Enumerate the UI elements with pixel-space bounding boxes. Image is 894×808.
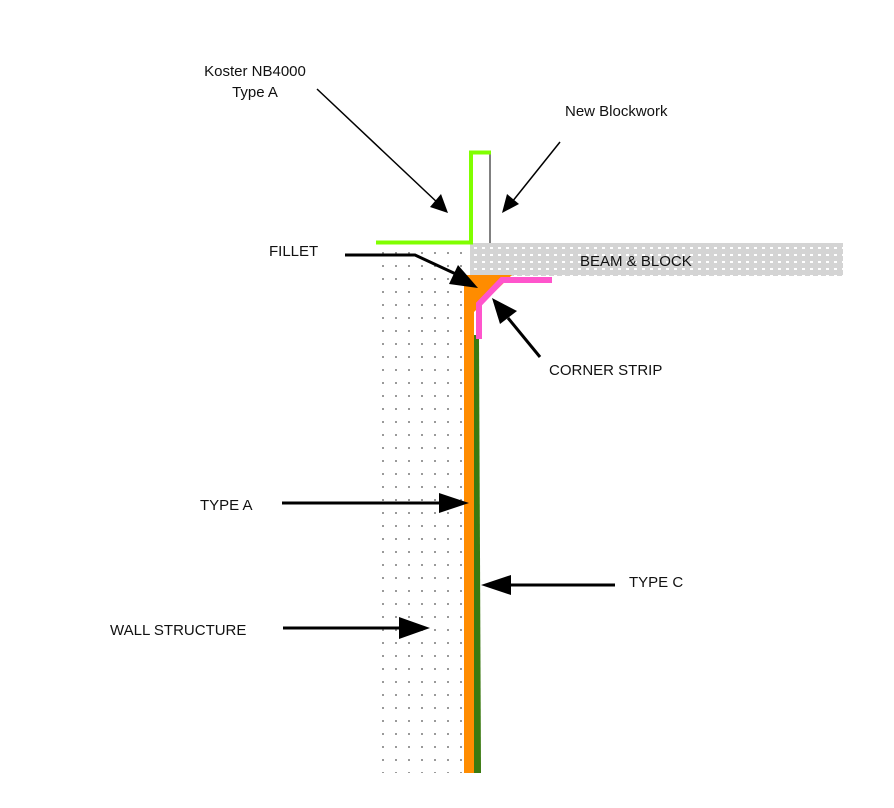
type-c-arrow-head [481,575,511,595]
beam-and-block [470,243,843,276]
type-a-arrow-head [439,493,469,513]
corner-strip-arrow [506,317,542,358]
type-a-coating [464,276,474,773]
koster-arrow-head [430,194,448,213]
koster-arrow [316,88,441,206]
corner-strip [476,277,552,339]
fillet-label: FILLET [269,243,318,260]
new-blockwork-arrow [511,141,561,203]
wall-structure-label: WALL STRUCTURE [110,622,246,639]
koster-nb4000-strip [376,150,491,245]
new-blockwork-label: New Blockwork [565,103,668,120]
koster-label-line1: Koster NB4000 [204,63,306,80]
wall-structure-arrow-head [399,617,430,639]
beam-block-label: BEAM & BLOCK [580,253,692,270]
corner-strip-label: CORNER STRIP [549,362,662,379]
type-c-membrane [474,335,481,773]
wall-structure [377,246,465,773]
koster-label-line2: Type A [232,84,278,101]
arrows [282,88,615,639]
fillet-arrow [345,253,459,277]
corner-strip-arrow-head [492,298,517,324]
fillet-arrow-head [449,265,478,288]
type-c-label: TYPE C [629,574,683,591]
new-blockwork-arrow-head [502,194,519,213]
type-a-label: TYPE A [200,497,253,514]
